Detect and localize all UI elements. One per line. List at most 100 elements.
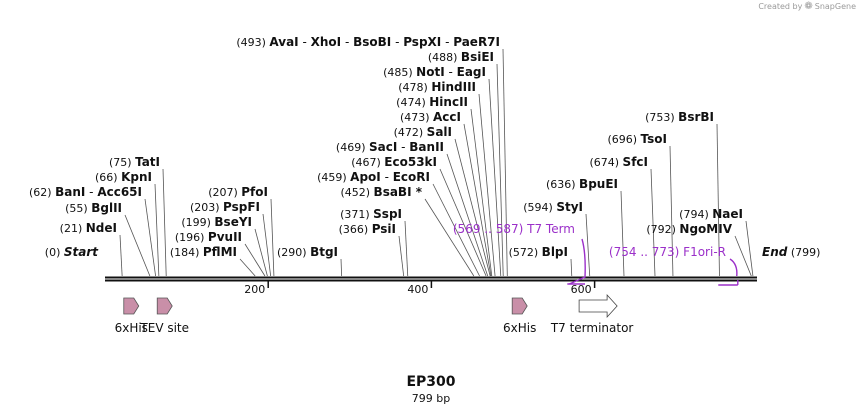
site-leader (669, 145, 674, 277)
site-position: (452) (340, 186, 373, 199)
tick-label-200: 200 (244, 283, 265, 296)
site-saci[interactable]: (469) SacI - BanII (336, 140, 444, 154)
site-labels: (21) NdeI (55) BglII (62) BanI - Acc65I(66… (29, 35, 743, 259)
site-bsabi[interactable]: (452) BsaBI * (340, 185, 422, 199)
site-position: (75) (109, 156, 135, 169)
tick-label-400: 400 (407, 283, 428, 296)
feature-t7-terminator-3[interactable]: T7 terminator (550, 293, 634, 335)
map-size: 799 bp (411, 392, 451, 405)
feature-arrow-icon (123, 297, 140, 315)
site-hincii[interactable]: (474) HincII (396, 95, 468, 109)
snapgene-credit: Created by ❁ SnapGene (758, 1, 856, 12)
site-acci[interactable]: (473) AccI (400, 110, 461, 124)
site-leader (716, 123, 720, 277)
feature-arrow-icon (511, 297, 528, 315)
svg-text:(75) TatI: (75) TatI (109, 155, 160, 169)
site-pspfi[interactable]: (203) PspFI (190, 200, 260, 214)
site-kpni[interactable]: (66) KpnI (95, 170, 152, 184)
site-position: (472) (394, 126, 427, 139)
start-label: Start (64, 245, 99, 259)
feature-6xhis-2[interactable]: 6xHis (503, 297, 536, 335)
site-sali[interactable]: (472) SalI (394, 125, 452, 139)
site-position: (62) (29, 186, 55, 199)
site-position: (488) (428, 51, 461, 64)
svg-text:(290) BtgI: (290) BtgI (277, 245, 338, 259)
svg-text:(366) PsiI: (366) PsiI (339, 222, 396, 236)
site-bglii[interactable]: (55) BglII (65, 201, 122, 215)
credit-prefix: Created by (758, 2, 803, 11)
site-position: (196) (175, 231, 208, 244)
enzyme-name: BsiEI (461, 50, 494, 64)
site-leader (398, 235, 405, 277)
sequence-end: End (799) (762, 245, 820, 259)
site-avai[interactable]: (493) AvaI - XhoI - BsoBI - PspXI - PaeR… (236, 35, 500, 49)
enzyme-name: SfcI (623, 155, 648, 169)
site-position: (792) (646, 223, 679, 236)
site-leader (262, 213, 272, 277)
site-position: (184) (170, 246, 203, 259)
site-leader (463, 123, 492, 277)
svg-text:(636) BpuEI: (636) BpuEI (546, 177, 618, 191)
end-label: End (762, 245, 788, 259)
site-ngomiv[interactable]: (792) NgoMIV (646, 222, 732, 236)
site-naei[interactable]: (794) NaeI (679, 207, 743, 221)
site-blpi[interactable]: (572) BlpI (509, 245, 568, 259)
svg-text:(794) NaeI: (794) NaeI (679, 207, 743, 221)
site-position: (290) (277, 246, 310, 259)
feature-label: T7 terminator (550, 321, 634, 335)
name-separator: - (441, 35, 453, 49)
site-leader (470, 108, 493, 277)
site-leader (570, 258, 573, 277)
site-bseyi[interactable]: (199) BseYI (181, 215, 252, 229)
enzyme-name: NgoMIV (679, 222, 732, 236)
site-sspi[interactable]: (371) SspI (340, 207, 402, 221)
primer-annotations: (569 .. 587) T7 Term (754 .. 773) F1ori-R (453, 222, 739, 286)
site-bsrbi[interactable]: (753) BsrBI (645, 110, 714, 124)
site-leader (502, 48, 508, 277)
site-ndei[interactable]: (21) NdeI (60, 221, 117, 235)
site-tsoi[interactable]: (696) TsoI (607, 132, 667, 146)
site-position: (66) (95, 171, 121, 184)
site-pfoi[interactable]: (207) PfoI (208, 185, 268, 199)
svg-text:(62) BanI - Acc65I: (62) BanI - Acc65I (29, 185, 142, 199)
site-bani[interactable]: (62) BanI - Acc65I (29, 185, 142, 199)
svg-text:(203) PspFI: (203) PspFI (190, 200, 260, 214)
site-position: (55) (65, 202, 91, 215)
enzyme-name: HincII (429, 95, 468, 109)
site-apoi[interactable]: (459) ApoI - EcoRI (317, 170, 430, 184)
site-position: (467) (351, 156, 384, 169)
svg-text:(66) KpnI: (66) KpnI (95, 170, 152, 184)
primer-name: T7 Term (526, 222, 575, 236)
snapgene-logo-icon: ❁ (804, 1, 813, 12)
primer-t7-term[interactable]: (569 .. 587) T7 Term (453, 222, 586, 285)
site-eco53ki[interactable]: (467) Eco53kI (351, 155, 437, 169)
site-hindiii[interactable]: (478) HindIII (398, 80, 476, 94)
primer-f1ori-r[interactable]: (754 .. 773) F1ori-R (609, 245, 739, 286)
name-separator: - (391, 35, 403, 49)
site-pflmi[interactable]: (184) PflMI (170, 245, 237, 259)
site-leader (745, 220, 754, 277)
feature-tev-site-1[interactable]: TEV site (139, 297, 189, 335)
site-noti[interactable]: (485) NotI - EagI (383, 65, 486, 79)
enzyme-name: BlpI (542, 245, 568, 259)
enzyme-name: NdeI (86, 221, 117, 235)
enzyme-name: TsoI (641, 132, 667, 146)
site-btgi[interactable]: (290) BtgI (277, 245, 338, 259)
feature-6xhis-0[interactable]: 6xHis (115, 297, 148, 335)
site-bpuei[interactable]: (636) BpuEI (546, 177, 618, 191)
enzyme-name: BsoBI (353, 35, 391, 49)
site-sfci[interactable]: (674) SfcI (589, 155, 648, 169)
site-pvuii[interactable]: (196) PvuII (175, 230, 242, 244)
enzyme-name: BtgI (310, 245, 338, 259)
site-position: (794) (679, 208, 712, 221)
site-tati[interactable]: (75) TatI (109, 155, 160, 169)
svg-text:(371) SspI: (371) SspI (340, 207, 402, 221)
site-position: (636) (546, 178, 579, 191)
end-position: (799) (787, 246, 820, 259)
site-psii[interactable]: (366) PsiI (339, 222, 396, 236)
site-bsiei[interactable]: (488) BsiEI (428, 50, 494, 64)
site-styi[interactable]: (594) StyI (523, 200, 583, 214)
site-leader (454, 138, 491, 277)
